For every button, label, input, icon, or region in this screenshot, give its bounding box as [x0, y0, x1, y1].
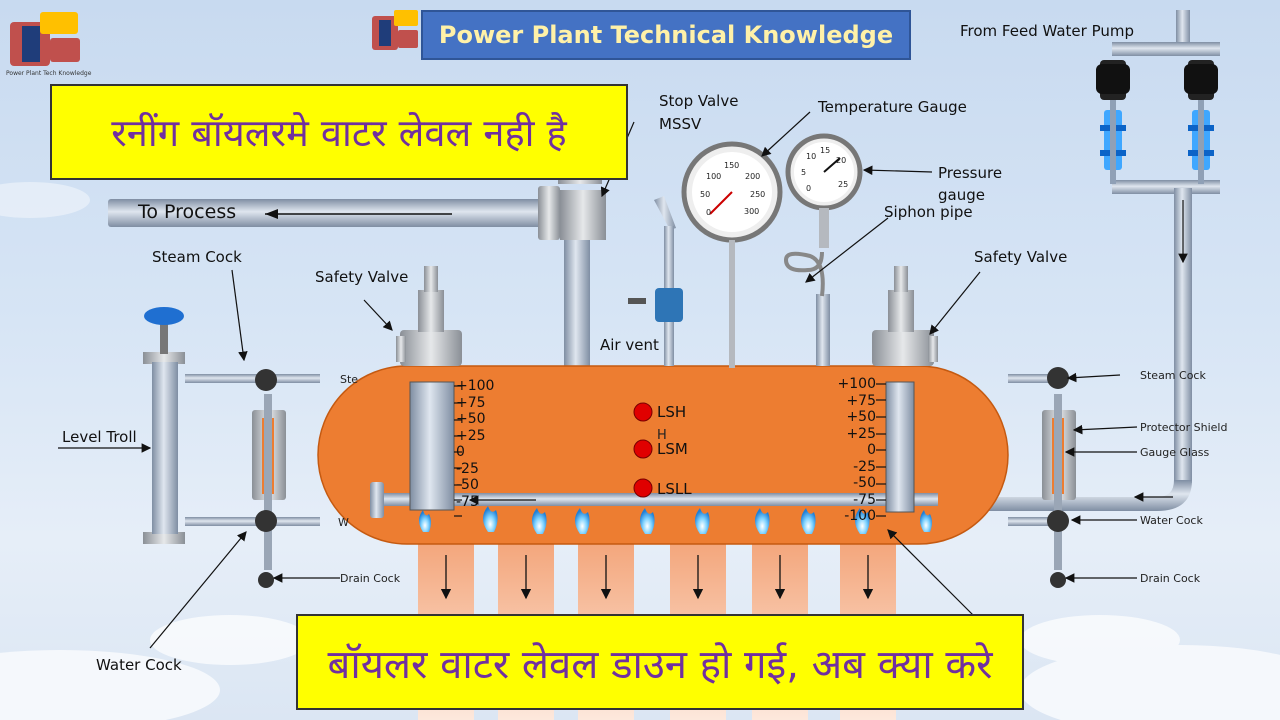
label-drain-cock-left: Drain Cock [340, 572, 401, 585]
hindi-title-top: रनींग बॉयलरमे वाटर लेवल नही है [50, 84, 628, 180]
temp-tick: 50 [700, 190, 711, 199]
indicator-lsll: LSLL [657, 480, 692, 498]
pump-left [1096, 60, 1130, 184]
temp-tick: 100 [706, 172, 722, 181]
level-scale-left: +100 +75 +50 +25 0 -25 -50 -75 [456, 378, 494, 510]
clouds [0, 182, 1280, 720]
logo-header [368, 4, 420, 60]
label-w-partial: W [338, 516, 349, 529]
scale-right-tick: +100 [837, 376, 876, 392]
label-water-cock-right: Water Cock [1140, 514, 1203, 527]
pressure-tick: 0 [806, 184, 812, 193]
indicator-lsm: LSM [657, 440, 688, 458]
lsll-lamp [633, 478, 653, 498]
label-protector-shield: Protector Shield [1140, 421, 1228, 434]
label-gauge-glass: Gauge Glass [1140, 446, 1210, 459]
scale-left-tick: -25 [456, 460, 479, 477]
lsh-lamp [633, 402, 653, 422]
label-siphon-pipe: Siphon pipe [884, 203, 973, 221]
scale-right-tick: -100 [844, 508, 876, 524]
label-to-process: To Process [138, 201, 237, 223]
scale-left-tick: -50 [456, 477, 479, 493]
pressure-tick: 25 [838, 180, 849, 189]
temp-tick: 200 [745, 172, 761, 181]
scale-right-tick: 0 [867, 442, 876, 458]
label-steam-cock-left: Steam Cock [152, 248, 242, 266]
scale-right-tick: +75 [846, 392, 876, 409]
pump-right [1184, 60, 1218, 184]
label-safety-valve-right: Safety Valve [974, 248, 1068, 266]
burner-flames [419, 506, 932, 534]
safety-valve-left-graphic [396, 266, 462, 366]
hindi-title-bottom: बॉयलर वाटर लेवल डाउन हो गई, अब क्या करे [296, 614, 1024, 710]
indicator-h: H [657, 428, 667, 443]
temp-tick: 300 [744, 207, 760, 216]
page-title: Power Plant Technical Knowledge [421, 10, 911, 60]
label-pressure-gauge: Pressure gauge [938, 164, 1003, 204]
scale-right-tick: -25 [853, 458, 876, 475]
logo-caption: Power Plant Tech Knowledge [6, 70, 92, 77]
scale-left-tick: -75 [456, 493, 479, 510]
label-mssv: MSSV [659, 115, 702, 133]
temp-tick: 0 [706, 208, 712, 217]
scale-right-tick: -75 [853, 491, 876, 508]
temp-tick: 150 [724, 161, 740, 170]
label-stop-valve: Stop Valve [659, 92, 739, 110]
label-ste-partial: Ste [340, 373, 359, 386]
lsm-lamp [633, 439, 653, 459]
temp-tick: 250 [750, 190, 766, 199]
label-safety-valve-left: Safety Valve [315, 268, 409, 286]
pressure-gauge-graphic [783, 133, 863, 366]
label-drain-cock-right: Drain Cock [1140, 572, 1201, 585]
indicator-lsh: LSH [657, 403, 687, 421]
label-level-troll: Level Troll [62, 428, 137, 446]
scale-left-tick: +75 [456, 394, 486, 411]
label-from-feed-water-pump: From Feed Water Pump [960, 22, 1135, 40]
pressure-tick: 20 [836, 156, 847, 165]
pressure-tick: 5 [801, 168, 807, 177]
scale-left-tick: 0 [456, 444, 465, 460]
scale-right-tick: -50 [853, 475, 876, 491]
scale-left-tick: +100 [456, 378, 495, 394]
scale-left-tick: +25 [456, 427, 486, 444]
safety-valve-right-graphic [872, 266, 938, 366]
pressure-tick: 15 [820, 146, 831, 155]
temp-gauge-graphic [681, 141, 783, 368]
label-temperature-gauge: Temperature Gauge [818, 98, 967, 116]
label-water-cock-left: Water Cock [96, 656, 182, 674]
scale-right-tick: +50 [846, 409, 876, 425]
scale-right-tick: +25 [846, 425, 876, 442]
label-steam-cock-right: Steam Cock [1140, 369, 1206, 382]
logo-left: Power Plant Tech Knowledge [6, 4, 91, 78]
pressure-tick: 10 [806, 152, 817, 161]
scale-left-tick: +50 [456, 411, 486, 427]
label-air-vent: Air vent [600, 336, 659, 354]
level-scale-right: +100 +75 +50 +25 0 -25 -50 -75 -100 [832, 376, 876, 525]
